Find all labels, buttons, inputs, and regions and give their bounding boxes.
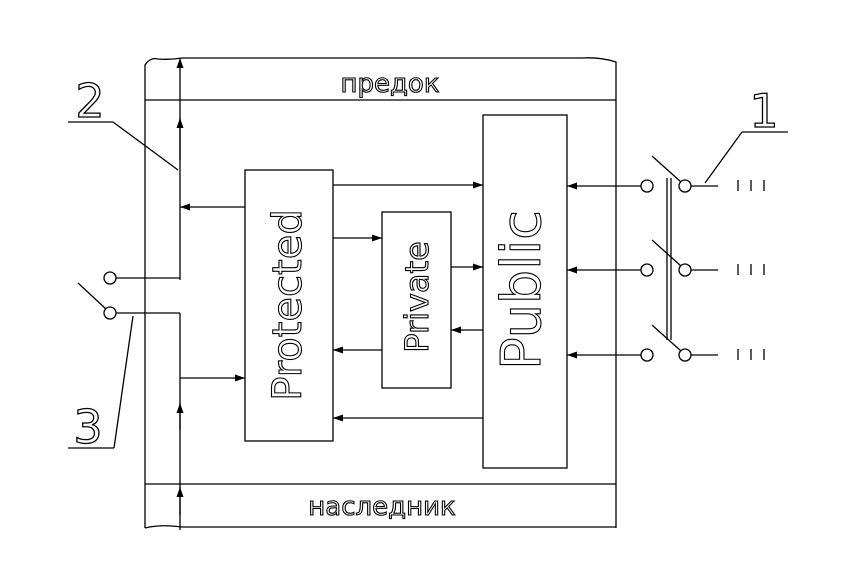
child-bus: [116, 312, 245, 530]
callout-1: 1: [704, 83, 788, 184]
callout-2-label: 2: [75, 74, 104, 128]
parent-label: предок: [340, 69, 439, 99]
class-frame: [144, 57, 617, 529]
protected-box: [244, 169, 334, 442]
callout-3-label: 3: [73, 400, 102, 454]
callout-1-label: 1: [749, 84, 778, 138]
external-inputs: [567, 155, 765, 362]
parent-bus: [116, 58, 245, 280]
child-label: наследник: [308, 492, 455, 522]
continuation-dashes: [737, 180, 765, 360]
internal-arrows: [333, 181, 483, 422]
public-box: [482, 114, 568, 469]
callout-2: 2: [68, 73, 179, 171]
left-terminals: [77, 271, 117, 320]
protected-label: Protected: [265, 209, 311, 400]
private-label: Private: [398, 241, 436, 353]
public-label: Public: [490, 210, 553, 370]
private-box: [381, 211, 452, 389]
callout-3: 3: [68, 315, 134, 455]
